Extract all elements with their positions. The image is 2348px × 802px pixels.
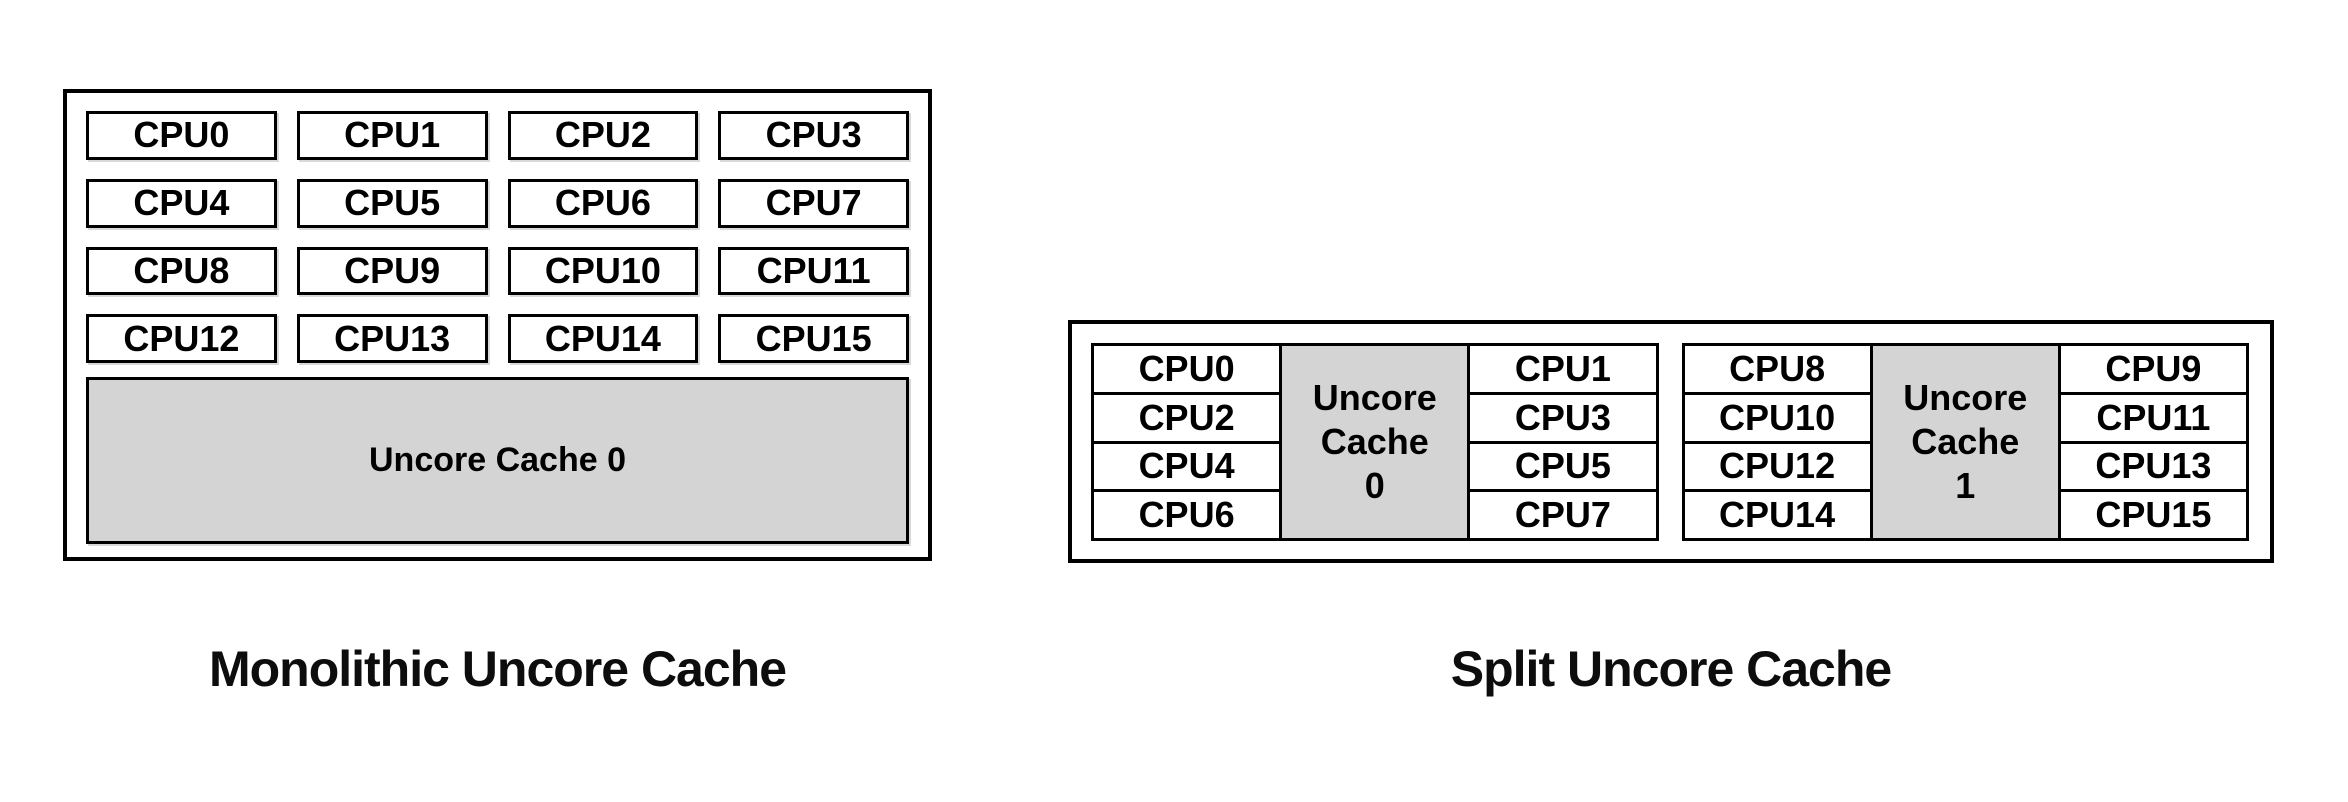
uncore-cache-0-cell: Uncore Cache 0 [1282,346,1468,538]
uncore-cache-0-line2: Cache [1320,421,1429,463]
uncore-cache-1-line1: Uncore [1903,377,2028,419]
cpu6-cell: CPU6 [1094,492,1280,538]
cpu11-box: CPU11 [718,246,909,296]
split-diagram: CPU0 Uncore Cache 0 CPU1 CPU2 CPU3 CPU4 … [1068,320,2274,563]
cpu11-cell: CPU11 [2060,394,2246,441]
cpu5-cell: CPU5 [1470,443,1656,490]
cpu6-box: CPU6 [507,178,699,228]
uncore-cache-0-bar: Uncore Cache 0 [86,377,909,544]
monolithic-cpu-grid: CPU0 CPU1 CPU2 CPU3 CPU4 CPU5 CPU6 CPU7 … [86,111,909,363]
split-title: Split Uncore Cache [1450,641,1892,697]
cpu1-cell: CPU1 [1470,346,1656,392]
uncore-cache-1-line3: 1 [1955,464,1976,506]
cpu3-box: CPU3 [718,111,909,160]
cpu1-box: CPU1 [296,111,488,160]
cpu7-box: CPU7 [718,178,909,228]
monolithic-diagram: CPU0 CPU1 CPU2 CPU3 CPU4 CPU5 CPU6 CPU7 … [63,89,932,561]
monolithic-title: Monolithic Uncore Cache [208,641,787,697]
cpu13-box: CPU13 [296,314,488,363]
cpu8-cell: CPU8 [1684,346,1870,392]
uncore-cache-0-line3: 0 [1364,464,1385,506]
cpu7-cell: CPU7 [1470,492,1656,538]
cpu4-cell: CPU4 [1094,443,1280,490]
cpu13-cell: CPU13 [2060,443,2246,490]
cpu0-box: CPU0 [86,111,277,160]
cpu14-box: CPU14 [507,314,699,363]
cpu9-box: CPU9 [296,246,488,296]
cpu4-box: CPU4 [86,178,277,228]
cpu2-box: CPU2 [507,111,699,160]
cpu5-box: CPU5 [296,178,488,228]
cpu8-box: CPU8 [86,246,277,296]
cpu15-cell: CPU15 [2060,492,2246,538]
cpu15-box: CPU15 [718,314,909,363]
cpu9-cell: CPU9 [2060,346,2246,392]
split-cluster-1: CPU8 Uncore Cache 1 CPU9 CPU10 CPU11 CPU… [1681,343,2249,541]
cpu10-box: CPU10 [507,246,699,296]
uncore-cache-1-cell: Uncore Cache 1 [1872,346,2058,538]
split-cluster-0: CPU0 Uncore Cache 0 CPU1 CPU2 CPU3 CPU4 … [1091,343,1659,541]
cpu14-cell: CPU14 [1684,492,1870,538]
cpu0-cell: CPU0 [1094,346,1280,392]
cpu3-cell: CPU3 [1470,394,1656,441]
cpu2-cell: CPU2 [1094,394,1280,441]
uncore-cache-0-line1: Uncore [1312,377,1437,419]
cpu12-cell: CPU12 [1684,443,1870,490]
uncore-cache-1-line2: Cache [1911,421,2020,463]
cpu10-cell: CPU10 [1684,394,1870,441]
cpu12-box: CPU12 [86,314,277,363]
